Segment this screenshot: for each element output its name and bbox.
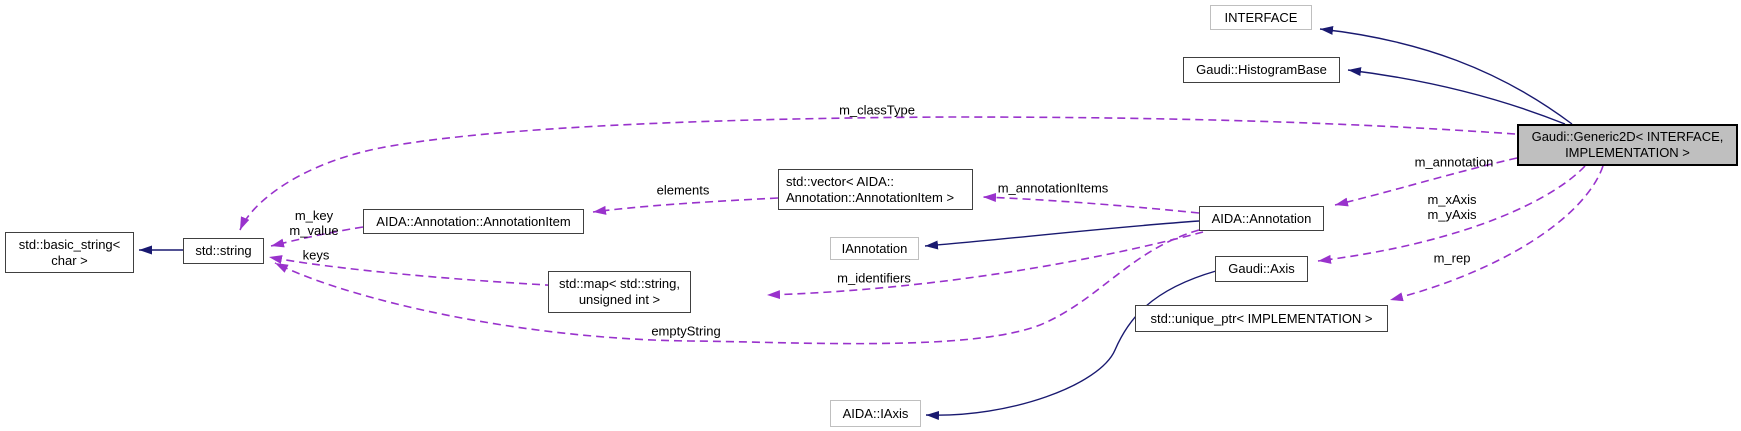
node-std-vector-annotationitem[interactable]: std::vector< AIDA:: Annotation::Annotati… [778, 169, 973, 210]
node-aida-annotation[interactable]: AIDA::Annotation [1199, 206, 1324, 231]
edge-generic2d-axis-mxaxis-myaxis [1317, 165, 1586, 264]
edge-annotation-string-emptystring [274, 229, 1200, 345]
edge-generic2d-uniqueptr-mrep [1389, 165, 1604, 302]
edge-generic2d-histogrambase [1347, 67, 1566, 125]
edge-label-m-identifiers: m_identifiers [837, 270, 911, 286]
edge-label-m-key-m-value: m_key m_value [289, 208, 339, 238]
edge-label-keys: keys [302, 247, 330, 263]
node-std-unique-ptr[interactable]: std::unique_ptr< IMPLEMENTATION > [1135, 305, 1388, 332]
node-aida-iaxis[interactable]: AIDA::IAxis [830, 400, 921, 427]
edge-generic2d-string-mclasstype [239, 116, 1516, 231]
edge-label-emptystring: emptyString [651, 323, 721, 339]
edge-label-m-annotationitems: m_annotationItems [997, 180, 1109, 196]
node-aida-annotation-annotationitem[interactable]: AIDA::Annotation::AnnotationItem [363, 209, 584, 234]
edge-label-elements: elements [656, 182, 710, 198]
edge-label-m-annotation: m_annotation [1414, 154, 1494, 170]
edge-generic2d-interface [1319, 25, 1573, 125]
node-interface[interactable]: INTERFACE [1210, 5, 1312, 30]
edge-annotation-vector-mannotationitems [982, 193, 1200, 214]
node-gaudi-generic2d[interactable]: Gaudi::Generic2D< INTERFACE, IMPLEMENTAT… [1517, 124, 1738, 166]
edge-annotationitem-string-mkey-mvalue [270, 226, 364, 248]
edge-annotation-iannotation [924, 220, 1200, 250]
edge-label-m-rep: m_rep [1433, 250, 1471, 266]
edge-label-m-xaxis-m-yaxis: m_xAxis m_yAxis [1427, 192, 1477, 222]
node-std-basic-string[interactable]: std::basic_string< char > [5, 232, 134, 273]
node-std-map-string-uint[interactable]: std::map< std::string, unsigned int > [548, 271, 691, 313]
node-std-string[interactable]: std::string [183, 238, 264, 264]
edge-label-m-classtype: m_classType [839, 102, 915, 118]
edge-vector-annotationitem-elements [592, 197, 779, 215]
edge-generic2d-annotation-mannotation [1334, 157, 1518, 207]
node-gaudi-axis[interactable]: Gaudi::Axis [1215, 256, 1308, 282]
node-iannotation[interactable]: IAnnotation [830, 237, 919, 260]
edge-axis-iaxis [925, 270, 1217, 420]
node-gaudi-histogrambase[interactable]: Gaudi::HistogramBase [1183, 57, 1340, 83]
